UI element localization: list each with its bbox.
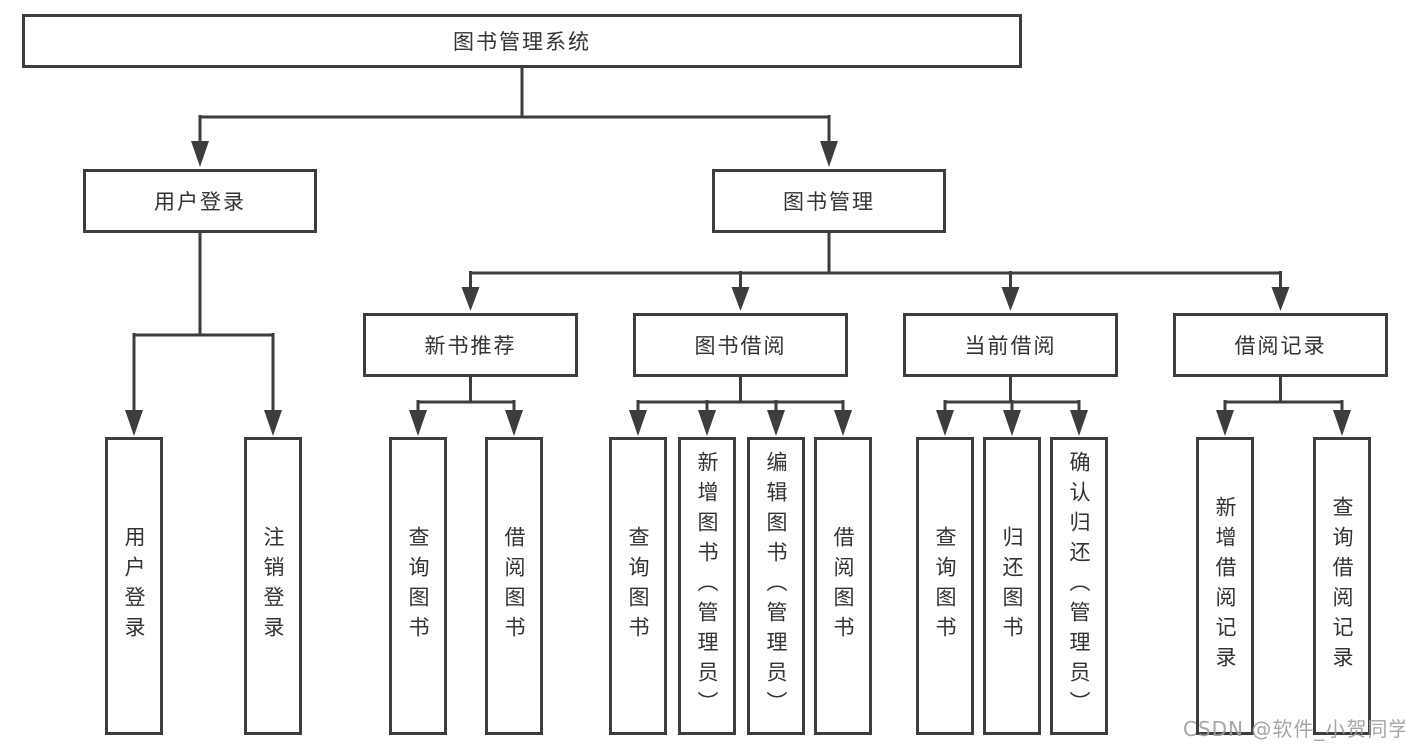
leaf-query-books-recommend: 查询图书 <box>389 437 447 735</box>
leaf-query-books-current: 查询图书 <box>916 437 974 735</box>
connector-root-to-level2 <box>191 68 838 167</box>
connector-current-borrow-branch <box>936 377 1088 436</box>
node-label: 图书借阅 <box>694 334 787 358</box>
node-library-management-system: 图书管理系统 <box>22 14 1022 68</box>
node-label: 用户登录 <box>154 190 246 214</box>
leaf-confirm-return-admin: 确认归还（管理员） <box>1050 437 1108 735</box>
node-new-book-recommend: 新书推荐 <box>363 313 578 377</box>
node-book-management: 图书管理 <box>712 169 946 233</box>
leaf-add-books-admin: 新增图书（管理员） <box>678 437 736 735</box>
leaf-query-borrow-record: 查询借阅记录 <box>1313 437 1371 735</box>
connector-book-borrow-branch <box>629 377 852 436</box>
connector-book-management-branch <box>461 233 1290 311</box>
leaf-logout: 注销登录 <box>244 437 302 735</box>
node-borrow-record: 借阅记录 <box>1173 313 1388 377</box>
node-label: 借阅记录 <box>1234 334 1327 358</box>
node-label: 图书管理系统 <box>453 30 591 54</box>
connector-new-book-branch <box>409 377 523 436</box>
connector-borrow-record-branch <box>1216 377 1351 436</box>
csdn-watermark: CSDN @软件_小贺同学 <box>1183 717 1405 741</box>
node-label: 图书管理 <box>783 190 875 214</box>
leaf-borrow-books: 借阅图书 <box>814 437 872 735</box>
node-user-login: 用户登录 <box>83 169 317 233</box>
leaf-query-books-borrow: 查询图书 <box>609 437 667 735</box>
node-label: 新书推荐 <box>424 334 517 358</box>
node-book-borrow: 图书借阅 <box>633 313 848 377</box>
leaf-return-books: 归还图书 <box>983 437 1041 735</box>
leaf-add-borrow-record: 新增借阅记录 <box>1196 437 1254 735</box>
node-label: 当前借阅 <box>964 334 1057 358</box>
leaf-edit-books-admin: 编辑图书（管理员） <box>747 437 805 735</box>
leaf-borrow-books-recommend: 借阅图书 <box>485 437 543 735</box>
connector-user-login-branch <box>125 233 282 436</box>
leaf-user-login: 用户登录 <box>105 437 163 735</box>
node-current-borrow: 当前借阅 <box>903 313 1118 377</box>
